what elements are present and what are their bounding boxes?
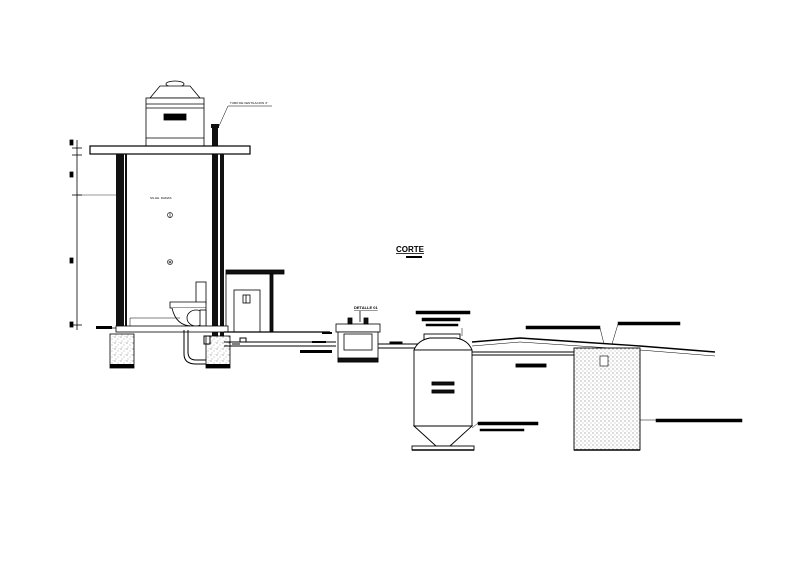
terrain-line [471,337,716,357]
roof-slab [89,145,251,155]
water-tank [145,80,205,147]
vent-pipe-label: TUBO DE VENTILACION 4" [230,101,268,105]
tank-annotations [415,310,539,432]
building-walls [116,154,224,336]
detail-label: DETALLE 01 [354,305,378,310]
septic-tank [411,333,475,451]
scale-note [406,256,422,258]
section-title: CORTE [396,245,425,254]
drain-pipes [183,330,336,365]
trench-annotations [525,321,743,423]
dimension-line-vertical [69,139,118,330]
room-label: SS.HH. DAMAS [150,196,172,200]
toilet-fixture [169,281,207,327]
infiltration-trench [573,347,641,451]
pipe-to-tank [378,341,420,349]
inspection-chamber [335,311,381,363]
pipe-to-trench [472,351,576,368]
wall-fixtures [167,212,173,265]
annex-room [225,269,285,333]
pipe-annotations [300,332,332,353]
footing-left [109,333,135,369]
